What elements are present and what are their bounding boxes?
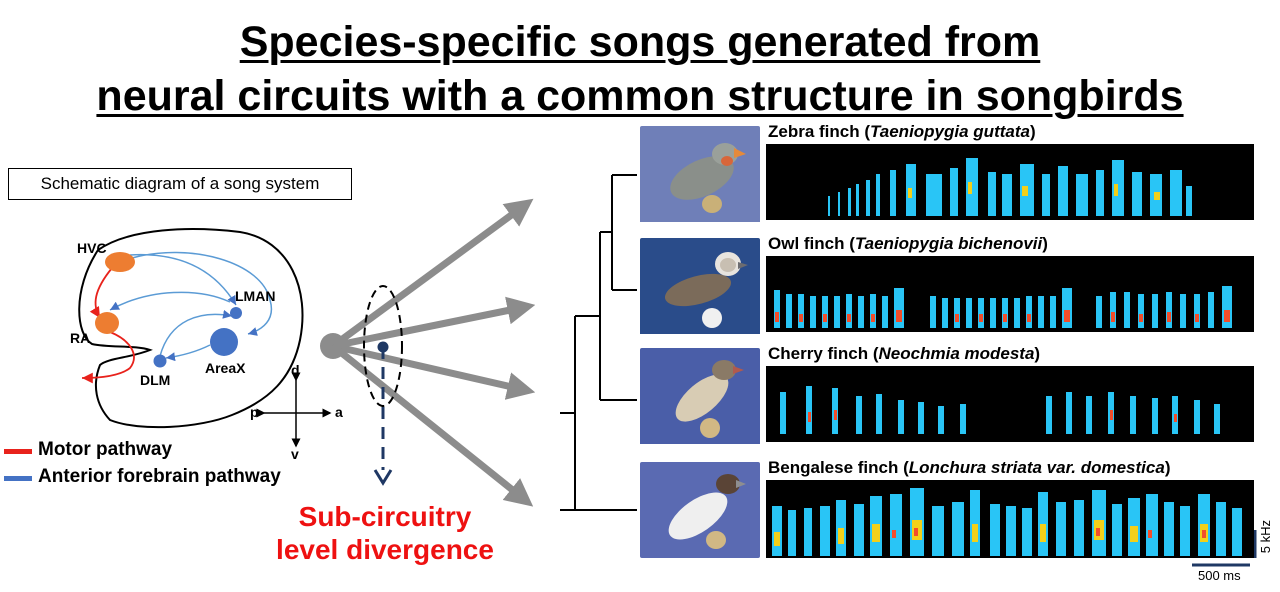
divergence-ellipse (363, 285, 403, 407)
divergence-line-2: level divergence (276, 534, 494, 565)
lman-label: LMAN (235, 288, 276, 304)
dlm-to-lman-path (159, 309, 233, 357)
title-line-1: Species-specific songs generated from (239, 18, 1041, 66)
divergence-line-1: Sub-circuitry (298, 501, 472, 532)
areax-to-dlm-path (165, 344, 211, 362)
motor-legend-label: Motor pathway (38, 439, 173, 460)
anterior-legend-label: Anterior forebrain pathway (38, 466, 281, 487)
time-scale-label: 500 ms (1198, 568, 1241, 583)
bengalese-finch-photo (640, 462, 760, 558)
ra-nucleus (95, 312, 119, 334)
brain-outline (78, 228, 304, 429)
dlm-label: DLM (140, 372, 171, 388)
axis-label-a: a (335, 404, 343, 420)
zebra-finch-photo (640, 126, 760, 234)
ra-label: RA (70, 330, 91, 346)
dlm-nucleus (153, 354, 167, 368)
hvc-label: HVC (77, 240, 107, 256)
owl-finch-photo (640, 238, 760, 346)
bengalese-finch-spectrogram (766, 480, 1254, 558)
freq-scale-label: 5 kHz (1258, 520, 1273, 554)
lman-to-ra-path (109, 291, 231, 311)
motor-legend-swatch (4, 449, 32, 454)
axis-label-d: d (291, 362, 300, 378)
lman-nucleus (230, 307, 242, 319)
divergence-label: Sub-circuitry level divergence (252, 500, 518, 566)
schematic-label-box: Schematic diagram of a song system (8, 168, 352, 200)
phylo-tree (560, 174, 637, 511)
areax-label: AreaX (205, 360, 246, 376)
cherry-finch-photo (640, 348, 760, 456)
owl-finch-name: Owl finch (Taeniopygia bichenovii) (768, 234, 1048, 253)
axis-label-p: p (250, 404, 259, 420)
title-line-2: neural circuits with a common structure … (96, 72, 1184, 120)
hvc-loop-path (131, 251, 273, 336)
hvc-to-ra-path (89, 267, 113, 319)
axis-label-v: v (291, 446, 299, 462)
anterior-legend-swatch (4, 476, 32, 481)
ra-to-output-path (81, 331, 135, 384)
fan-arrow-2 (332, 296, 536, 350)
cherry-finch-spectrogram (766, 366, 1254, 442)
hvc-nucleus (105, 252, 135, 272)
fan-arrow-1 (330, 198, 534, 349)
zebra-finch-spectrogram (766, 144, 1254, 220)
bengalese-finch-name: Bengalese finch (Lonchura striata var. d… (768, 458, 1171, 477)
areax-nucleus (210, 328, 238, 356)
owl-finch-spectrogram (766, 256, 1254, 332)
divergence-arrowhead (373, 469, 393, 486)
cherry-finch-name: Cherry finch (Neochmia modesta) (768, 344, 1041, 363)
zebra-finch-name: Zebra finch (Taeniopygia guttata) (768, 122, 1036, 141)
